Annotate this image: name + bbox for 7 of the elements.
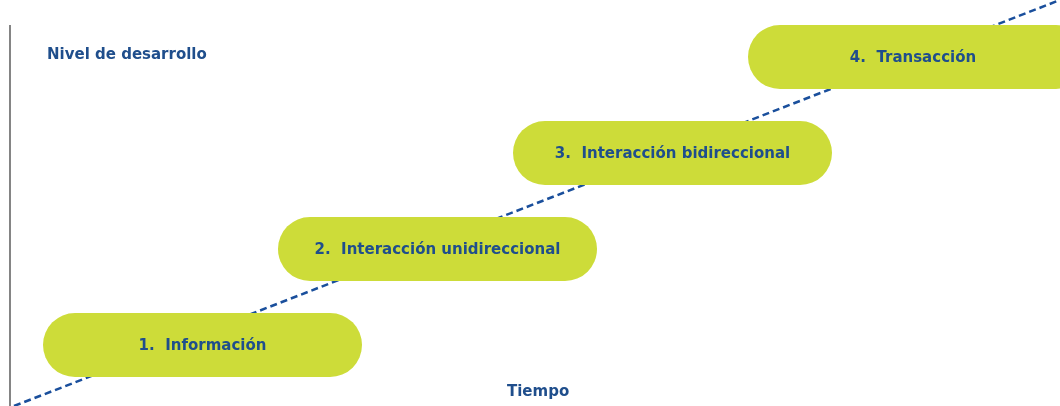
stage-label: 4. Transacción (849, 48, 977, 66)
y-axis-title: Nivel de desarrollo (47, 45, 207, 63)
stage-label: 2. Interacción unidireccional (314, 240, 561, 258)
stage-pill (748, 25, 1060, 89)
x-axis-title: Tiempo (507, 382, 570, 400)
stage-label: 1. Información (138, 336, 267, 354)
stage-label: 3. Interacción bidireccional (554, 144, 791, 162)
